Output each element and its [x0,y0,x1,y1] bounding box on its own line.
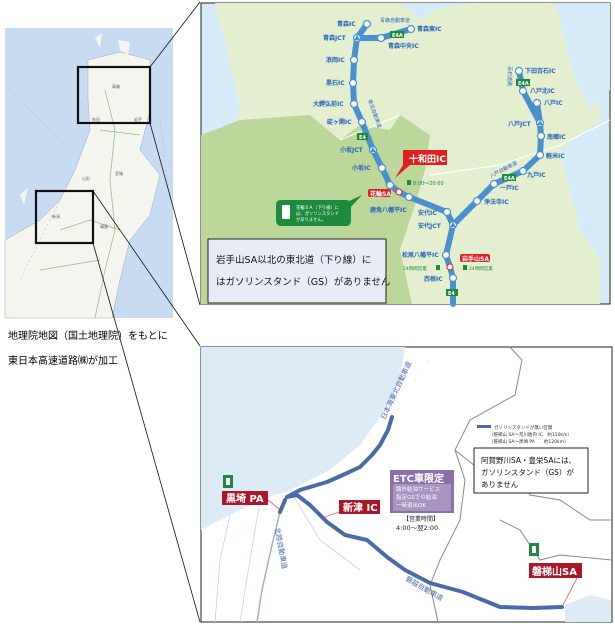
ic-label: 八戸IC [543,99,563,107]
hours-label: 【営業時間】 [403,515,439,523]
ic-label: 青森中央IC [388,42,419,50]
legend-text: （磐梯山 SA〜荒川胎内 IC 約150km） [489,431,572,438]
ic-label: 浄法寺IC [484,198,509,206]
svg-text:・: ・ [418,369,422,373]
road-name: 百石道路 [506,66,513,86]
map-credit: 東日本高速道路㈱が加工 [8,356,118,367]
towada-callout [395,150,447,178]
map-credit: 地理院地図（国土地理院）をもとに [8,331,168,342]
towada-ic-label: 十和田IC [409,153,446,165]
north-notice-text: はガソリンスタンド（GS）がありません [216,276,390,288]
niitsu-ic-label: 新津 IC [343,501,378,514]
iwatesan-hours: 24時間営業 [469,265,493,272]
ic-label: 下田百石IC [525,67,556,75]
fuel-pump-icon [282,205,290,219]
ic-label: 小坂IC [351,164,371,172]
ic-label: 安代IC [418,209,437,217]
ic-label: 青森IC [337,20,356,28]
legend-text: （磐梯山 SA〜黒埼 PA 約120km） [489,438,568,445]
pref-label: 山形 [82,175,90,181]
no-gs-section [278,415,564,610]
legend-title: ガソリンスタンドが無い区間 [494,424,553,431]
ic-label: 八戸北IC [529,87,555,95]
niigata-zoom-box [34,189,95,245]
etc-box [390,470,454,513]
hanawa-note-text: 花輪ＳＡ（下り線）に [296,204,339,211]
niigata-notice-text: 阿賀野川SA・豊栄SAには、 [481,455,576,465]
pref-label: 岩手 [134,116,142,122]
pref-label: 宮城 [115,170,123,176]
e4-badge: E4 [448,291,455,297]
hanawa-hours: 8:00〜20:00 [413,181,444,187]
ic-label: 八戸JCT [507,120,532,128]
fuel-icon [463,265,467,270]
ic-label: 九戸IC [526,171,546,179]
ic-label: 西根IC [424,275,443,283]
e4-badge: E4 [359,135,366,141]
ic-label: 青森JCT [323,34,347,42]
pref-label: 秋田 [92,116,100,122]
etc-title: ETC車限定 [393,472,444,485]
niigata-map: ・・・ 日本海東北自動車道 北陸自動車道 磐越自動車道 ガソリンスタンドが無い区… [200,346,613,623]
etc-text: 一時退出OK [396,501,426,509]
north-map: 青森IC 青森JCT 青森中央IC 青森東IC 浪岡IC 黒石IC 大鰐弘前IC… [200,2,611,307]
fuel-icon [436,265,440,270]
ic-label: 一戸IC [500,184,519,192]
road-name: 青森自動車道 [380,17,410,24]
pref-label: 福島 [100,223,108,229]
ic-label: 青森東IC [417,25,442,33]
north-notice-box [207,238,387,304]
hanawa-note [276,195,362,226]
ic-label: 安代JCT [418,222,442,230]
e4a-badge: E4A [518,81,529,87]
niigata-notice-text: ありません [481,480,519,489]
ic-nodes [348,19,546,283]
svg-text:・: ・ [426,359,430,363]
ic-label: 松尾八幡平IC [402,251,439,259]
bandaisan-sa-label: 磐梯山SA [532,565,577,578]
hours-value: 4:00〜翌2:00 [396,524,438,532]
fuel-icon [407,180,411,185]
kurosaki-pa-label: 黒埼 PA [226,492,264,505]
legend-swatch [477,425,491,428]
e4a-badge: E4A [504,176,515,182]
north-zoom-box [76,65,152,125]
ic-label: 小坂JCT [339,146,364,154]
etc-text: 指定GSでの給油 [396,493,437,501]
pref-label: 新潟 [52,213,60,219]
etc-text: 路外給油サービス [396,485,440,493]
ic-label: 南郷IC [547,133,566,141]
iwatesan-sa-label: 岩手山SA [461,255,489,263]
hanawa-sa-label: 花輪SA [370,190,391,198]
ic-label: 碇ヶ関IC [327,118,352,126]
ic-label: 軽米IC [546,152,565,160]
pref-label: 青森 [112,83,120,89]
niigata-notice-box [473,447,589,494]
hanawa-note-text: がありません。 [296,216,326,223]
north-notice-text: 岩手山SA以北の東北道（下り線）に [216,254,371,266]
overview-map: 青森 秋田 岩手 山形 宮城 新潟 福島 [4,1,201,623]
hanawa-note-text: は、ガソリンスタンド [296,210,339,217]
iwatesan-hours: 24時間営業 [403,265,427,272]
ic-label: 浪岡IC [326,56,345,64]
svg-text:・: ・ [414,379,418,383]
e4a-badge: E4A [392,33,403,39]
niigata-notice-text: ガソリンスタンド（GS）が [481,467,574,477]
ic-label: 黒石IC [326,79,345,87]
ic-label: 大鰐弘前IC [313,100,344,108]
ic-label: 鹿角八幡平IC [369,206,407,214]
